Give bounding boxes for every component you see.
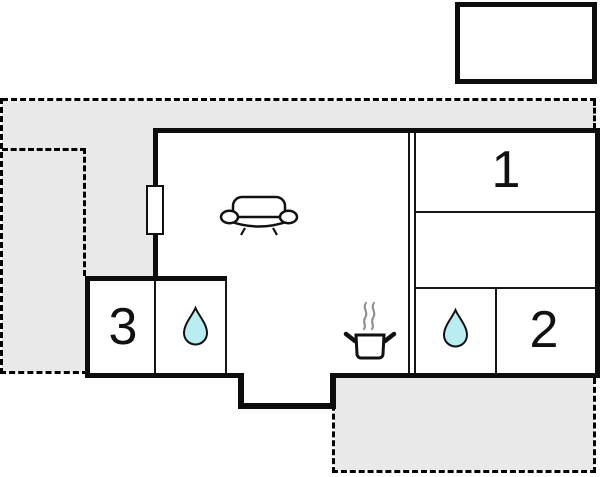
terrace-lower-left-block [2,276,85,372]
room2-label: 2 [529,300,559,359]
sofa-icon [219,190,299,236]
wall-room3-top [85,276,227,281]
terrace-inner-dashed-divider [2,148,86,276]
water-drop-icon-bathroom [442,308,469,351]
partition-middle-room-bottom [416,287,595,289]
terrace-dashed-bottom-left-edge [0,371,88,374]
wall-bottom-right-segment [330,373,600,378]
porch-interior [243,373,331,405]
cooking-pot-icon [343,300,397,362]
wall-porch-right [330,373,336,409]
terrace-dashed-right-top-edge [593,100,596,129]
partition-rooms-left-border [414,133,416,373]
terrace-left-block [2,130,153,276]
water-drop-icon-washroom [182,306,209,349]
window-left-wall [146,185,164,235]
terrace-dashed-left-edge [0,98,3,374]
wall-room3-left [85,276,90,378]
terrace-dashed-top-edge [2,98,596,101]
room3-label: 3 [108,297,138,356]
wall-right [595,128,600,378]
partition-room1-bottom [416,211,595,213]
terrace-strip-top [2,101,594,130]
outbuilding [455,2,597,84]
terrace-bottom-dashed-edge [332,378,596,473]
partition-droproom-right [225,281,227,373]
wall-bottom-left-segment [85,373,244,378]
partition-bathroom-room2 [495,289,497,373]
wall-porch-left [238,373,244,409]
partition-room3-divider [154,281,156,373]
partition-living-room-right [408,133,410,373]
steam-icon [362,301,368,331]
terrace-bottom-right [335,378,594,470]
wall-porch-bottom [238,403,336,409]
wall-top [153,128,600,133]
room1-label: 1 [491,140,521,199]
